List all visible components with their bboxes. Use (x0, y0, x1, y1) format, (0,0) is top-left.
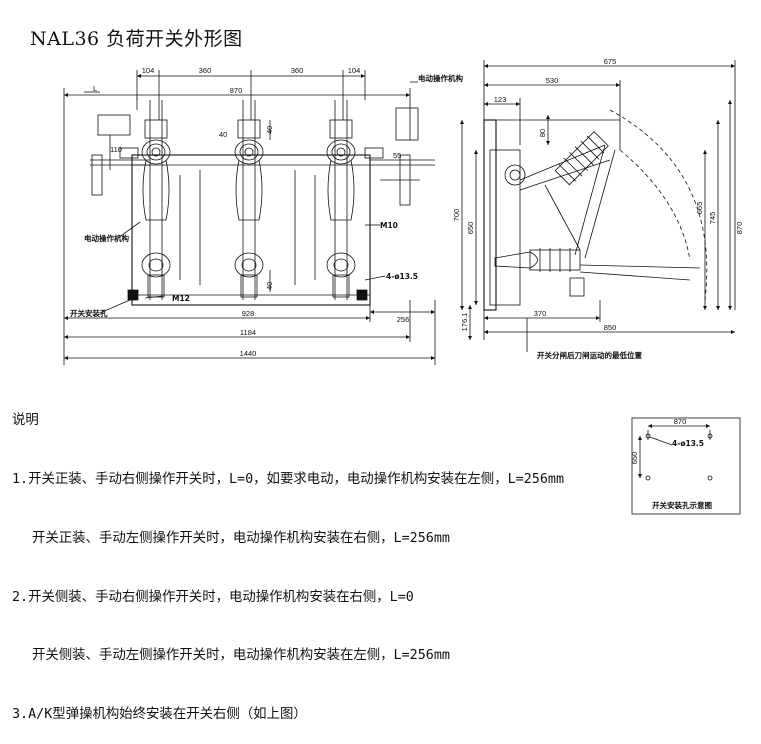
dim-40-c: 40 (265, 282, 274, 290)
dim-104-right: 104 (348, 66, 361, 75)
pole-right (326, 100, 356, 300)
dim-745: 745 (708, 212, 717, 225)
side-view (460, 60, 736, 352)
dim-360-right: 360 (291, 66, 304, 75)
label-motor-mechanism-top: 电动操作机构 (418, 73, 463, 83)
dim-870-side: 870 (735, 222, 744, 235)
drawing-title: NAL36 负荷开关外形图 (30, 28, 243, 50)
dim-80: 80 (538, 129, 547, 137)
note-line-3: 3.A/K型弹操机构始终安装在开关右侧（如上图） (12, 707, 307, 723)
technical-drawing: 104 360 360 104 870 L 40 40 40 110 55 92… (63, 57, 744, 515)
label-m10: M10 (380, 221, 398, 230)
dim-104-left: 104 (142, 66, 155, 75)
dim-700: 700 (452, 209, 461, 222)
dim-40-a: 40 (219, 130, 227, 139)
dim-650: 650 (466, 222, 475, 235)
dim-530: 530 (546, 76, 559, 85)
label-mount-hole: 开关安装孔 (70, 308, 108, 318)
mount-dim-870: 870 (674, 417, 687, 426)
dim-928: 928 (242, 309, 255, 318)
front-view (63, 70, 436, 365)
label-holes: 4-ø13.5 (386, 272, 418, 281)
dim-L: L (93, 84, 97, 93)
label-m12: M12 (172, 294, 190, 303)
dim-256: 256 (397, 315, 410, 324)
label-blade-lowest-position: 开关分闸后刀闸运动的最低位置 (537, 350, 642, 360)
dim-40-b: 40 (265, 126, 274, 134)
label-motor-mechanism-left: 电动操作机构 (84, 233, 129, 243)
mount-label-holes: 4-ø13.5 (672, 439, 704, 448)
dim-1184: 1184 (240, 328, 256, 337)
mount-hole-diagram (631, 417, 741, 515)
dim-110: 110 (110, 145, 122, 154)
note-line-1b: 开关正装、手动左侧操作开关时，电动操作机构安装在右侧，L=256mm (32, 530, 450, 546)
dim-176: 176.1 (460, 313, 469, 332)
mount-caption: 开关安装孔示意图 (652, 500, 712, 510)
dim-1440: 1440 (240, 349, 257, 358)
dim-870: 870 (230, 86, 243, 95)
note-line-2b: 开关侧装、手动左侧操作开关时，电动操作机构安装在左侧，L=256mm (32, 648, 450, 664)
pole-left (141, 100, 171, 300)
note-line-1: 1.开关正装、手动右侧操作开关时，L=0，如要求电动，电动操作机构安装在左侧，L… (12, 471, 565, 487)
dim-850: 850 (604, 323, 617, 332)
notes-section: 说明 1.开关正装、手动右侧操作开关时，L=0，如要求电动，电动操作机构安装在左… (12, 372, 564, 744)
pole-middle (234, 100, 264, 300)
dim-370: 370 (534, 309, 547, 318)
dim-55: 55 (393, 151, 401, 160)
notes-heading: 说明 (12, 413, 39, 429)
dim-360-left: 360 (199, 66, 212, 75)
note-line-2: 2.开关侧装、手动右侧操作开关时，电动操作机构安装在右侧，L=0 (12, 589, 414, 605)
dim-665: 665 (695, 202, 704, 215)
mount-dim-650: 650 (630, 452, 639, 465)
dim-675: 675 (604, 57, 617, 66)
dim-123: 123 (494, 95, 507, 104)
